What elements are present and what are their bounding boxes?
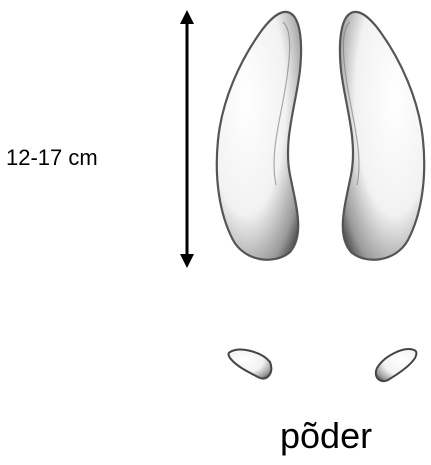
left-hoof-print	[217, 12, 301, 260]
measurement-label: 12-17 cm	[6, 145, 156, 171]
left-dewclaw-print	[229, 350, 272, 379]
right-hoof-print	[340, 12, 424, 260]
animal-name-label: põder	[280, 415, 420, 457]
measurement-arrow	[180, 10, 194, 268]
right-dewclaw-print	[376, 349, 417, 381]
